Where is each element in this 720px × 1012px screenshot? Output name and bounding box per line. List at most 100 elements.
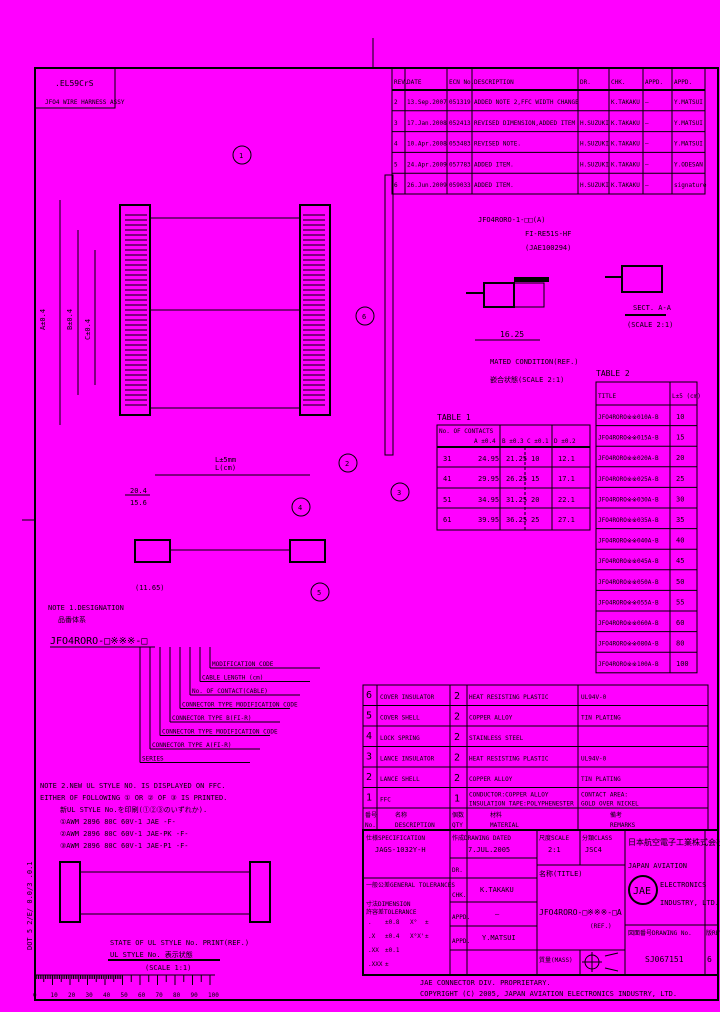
dim-length: L±5mm bbox=[215, 456, 236, 464]
table-2-length-cell: 80 bbox=[676, 640, 684, 648]
revision-cell-date: 17.Jan.2008 bbox=[407, 120, 447, 127]
company-en2: ELECTRONICS bbox=[660, 881, 706, 889]
drawing-no-label: 図面番号DRAWING No. bbox=[628, 930, 692, 937]
corner-label: .EL59CrS JFO4 WIRE HARNESS ASSY bbox=[34, 67, 125, 109]
main-assembly-view: A±0.4 B±0.4 C±0.4 L±5mm L(cm) 20.4 15.6 … bbox=[39, 174, 394, 592]
designation-subtitle: 品番体系 bbox=[58, 615, 86, 624]
part-qty: 2 bbox=[454, 712, 460, 723]
part-qty: 2 bbox=[454, 691, 460, 702]
table-1-cell: 12.1 bbox=[558, 455, 575, 463]
part-qty: 2 bbox=[454, 753, 460, 764]
part-qty: 2 bbox=[454, 773, 460, 784]
tolerance-cell: ± bbox=[385, 961, 389, 968]
balloon-label: 4 bbox=[298, 504, 302, 512]
drawing-frame bbox=[34, 67, 719, 1001]
table-2-length-cell: 60 bbox=[676, 619, 684, 627]
mated-dim: 16.25 bbox=[500, 330, 524, 339]
part-no: 3 bbox=[366, 752, 372, 763]
table-1-cell: 51 bbox=[443, 496, 451, 504]
table-2-length-cell: 20 bbox=[676, 454, 684, 462]
class-value: JSC4 bbox=[585, 846, 602, 854]
revision-cell-appd2: signature bbox=[674, 182, 707, 189]
designation-item: CONNECTOR TYPE A(FI-R) bbox=[152, 742, 231, 749]
mass-label: 質量(MASS) bbox=[539, 956, 573, 964]
title-value: JFO4RORO-□※※※-□A bbox=[539, 908, 622, 917]
dim-a: A±0.4 bbox=[39, 309, 47, 330]
corner-subtitle: JFO4 WIRE HARNESS ASSY bbox=[45, 99, 125, 106]
part-qty: 1 bbox=[454, 794, 460, 805]
revision-cell-chk: K.TAKAKU bbox=[611, 99, 640, 106]
balloon-label: 3 bbox=[397, 489, 401, 497]
revision-header: APPD. bbox=[645, 79, 663, 86]
parts-header-cn: 名称 bbox=[395, 811, 407, 819]
ruler-label: 100 bbox=[208, 992, 219, 999]
table-2-title-cell: JFO4RORO※※055A-B bbox=[598, 599, 659, 606]
small-connector-b bbox=[289, 539, 326, 563]
corner-code: .EL59CrS bbox=[55, 79, 94, 88]
part-remarks: TIN PLATING bbox=[581, 776, 621, 783]
ruler-label: 70 bbox=[156, 992, 164, 999]
tolerance-cell: ±0.4 bbox=[385, 933, 400, 940]
part-no: 4 bbox=[366, 731, 372, 742]
table-1-cell: 25 bbox=[531, 516, 539, 524]
part-remarks: CONTACT AREA: bbox=[581, 792, 628, 799]
table-1-cell: 20 bbox=[531, 496, 539, 504]
table-2-header: L±5 (cm) bbox=[672, 393, 701, 400]
appd-value: — bbox=[495, 910, 500, 918]
notes: NOTE 2.NEW UL STYLE NO. IS DISPLAYED ON … bbox=[40, 782, 227, 850]
part-material2: INSULATION TAPE:POLYPHENESTER bbox=[469, 801, 574, 808]
chk-label: CHK. bbox=[452, 892, 466, 899]
table-1-header: No. OF CONTACTS bbox=[439, 428, 494, 435]
balloon-label: 2 bbox=[345, 460, 349, 468]
ffc-caption1: STATE OF UL STYLE No. PRINT(REF.) bbox=[110, 939, 249, 947]
dim-b: B±0.4 bbox=[66, 309, 74, 330]
revision-cell-appd1: — bbox=[645, 99, 649, 106]
table-2-header: TITLE bbox=[598, 393, 616, 400]
table-1-cell: 31.25 bbox=[506, 496, 527, 504]
date-label: 作成DRAWING DATED bbox=[452, 834, 511, 842]
part-desc: FFC bbox=[380, 797, 391, 804]
part-desc: LANCE SHELL bbox=[380, 776, 420, 783]
mated-condition-view: JFO4RORO-1-□□(A) FI-RE51S-HF (JAE100294)… bbox=[466, 216, 673, 384]
table-1-cell: 39.95 bbox=[478, 516, 499, 524]
table-1-cell: 22.1 bbox=[558, 496, 575, 504]
table-2-title-cell: JFO4RORO※※030A-B bbox=[598, 496, 659, 503]
table-1-header: A ±0.4 bbox=[474, 438, 496, 445]
balloon-2 bbox=[338, 453, 358, 473]
small-connector-a bbox=[134, 539, 171, 563]
parts-header: No. bbox=[365, 822, 376, 829]
spec-value: JAGS-1032Y-H bbox=[375, 846, 426, 854]
parts-header-cn: 個数 bbox=[452, 811, 464, 819]
table-1-cell: 27.1 bbox=[558, 516, 575, 524]
revision-cell-ecn: 059033 bbox=[449, 182, 471, 189]
table-2-title-cell: JFO4RORO※※010A-B bbox=[598, 414, 659, 421]
tolerance-cell: .X bbox=[368, 933, 376, 940]
revision-cell-rev: 4 bbox=[394, 141, 398, 148]
revision-cell-desc: REVISED DIMENSION,ADDED ITEM bbox=[474, 120, 576, 127]
part-no: 1 bbox=[366, 793, 372, 804]
tolerance-cell: .XX bbox=[368, 947, 379, 954]
title-label: 名称(TITLE) bbox=[539, 869, 583, 878]
table-2-length-cell: 100 bbox=[676, 660, 689, 668]
side-view bbox=[384, 174, 394, 456]
chk-value: K.TAKAKU bbox=[480, 886, 514, 894]
revision-cell-appd2: Y.MATSUI bbox=[674, 120, 703, 127]
parts-header-cn: 材料 bbox=[490, 811, 502, 819]
table-1-cell: 36.25 bbox=[506, 516, 527, 524]
revision-cell-ecn: 051319 bbox=[449, 99, 471, 106]
revision-cell-date: 24.Apr.2009 bbox=[407, 161, 447, 168]
tolerance-cell: ± bbox=[425, 933, 429, 940]
ruler-label: 20 bbox=[68, 992, 76, 999]
note-line: 新UL STYLE No.を印刷(①②③のいずれか). bbox=[60, 805, 207, 814]
part-desc: COVER INSULATOR bbox=[380, 694, 435, 701]
balloon-6 bbox=[355, 306, 375, 326]
revision-cell-appd1: — bbox=[645, 141, 649, 148]
sheet-value: 6 bbox=[707, 955, 712, 964]
revision-header: ECN No. bbox=[449, 79, 474, 86]
table-1-cell: 10 bbox=[531, 455, 539, 463]
ruler-label: 30 bbox=[86, 992, 94, 999]
part-desc: LANCE INSULATOR bbox=[380, 756, 435, 763]
table-1-cell: 15 bbox=[531, 475, 539, 483]
